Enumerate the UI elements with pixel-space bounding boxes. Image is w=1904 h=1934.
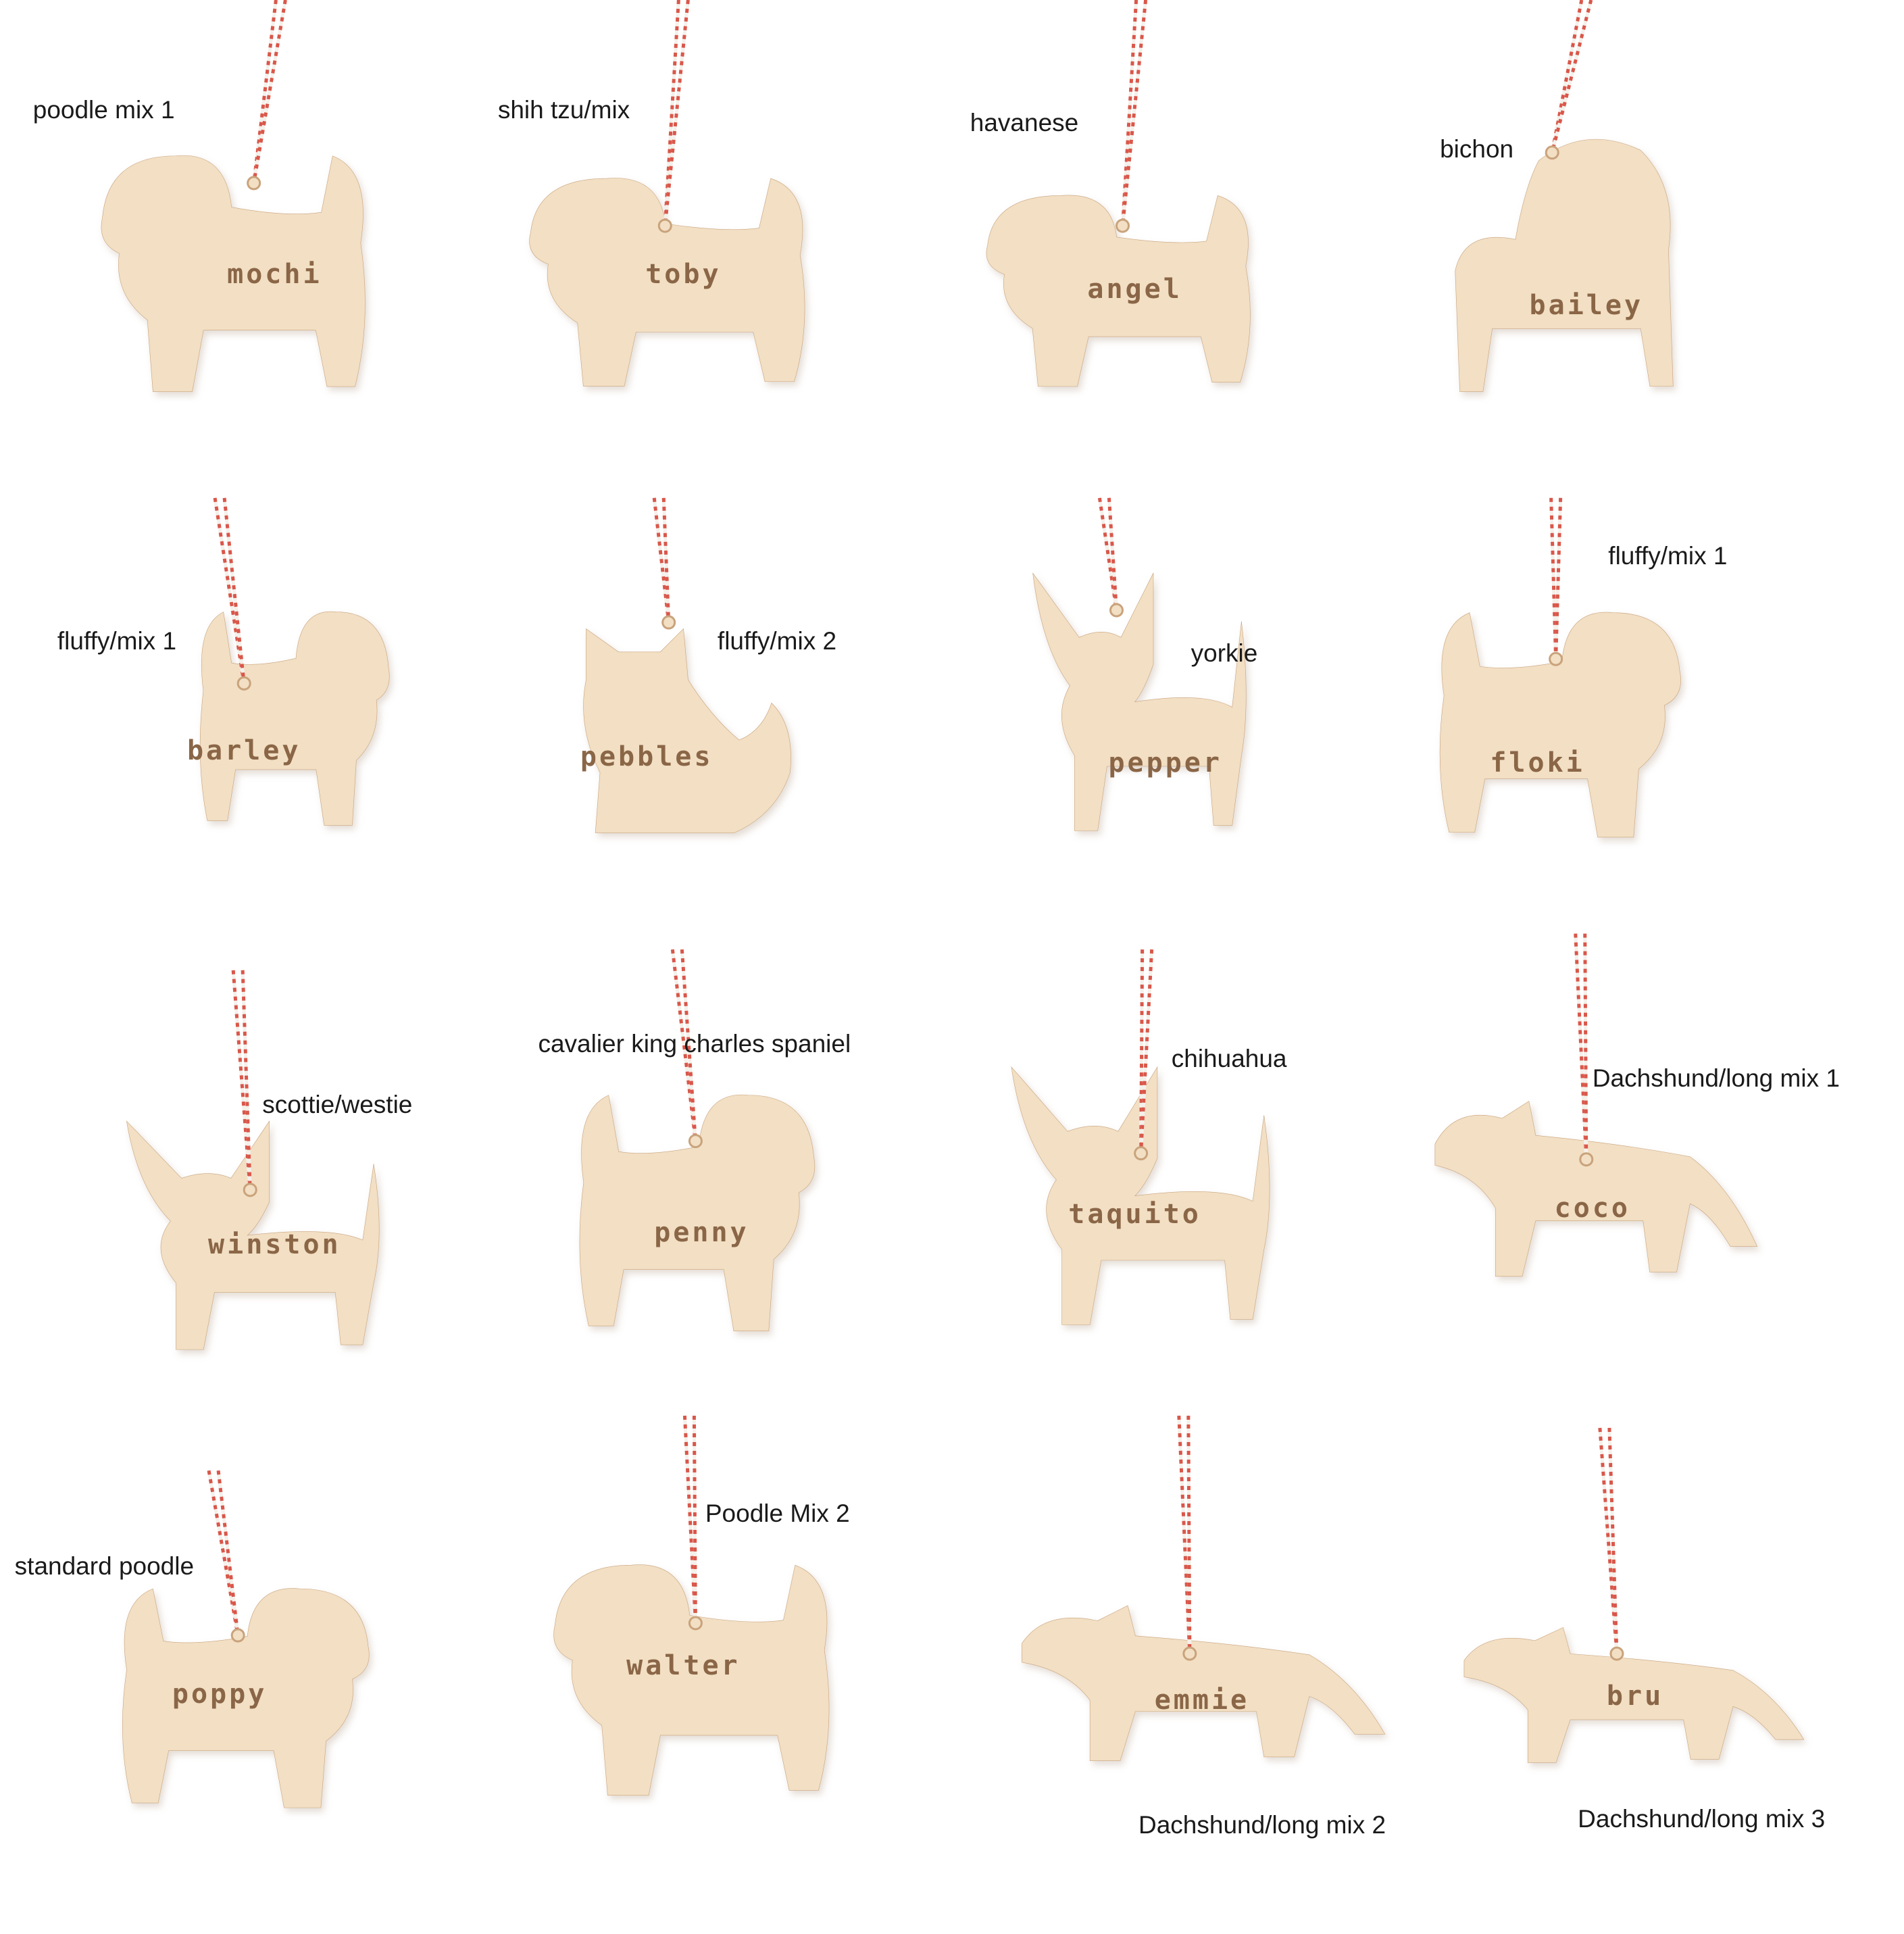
engraved-pet-name: winston	[208, 1229, 341, 1261]
breed-label: Dachshund/long mix 3	[1578, 1804, 1826, 1833]
dog-ornament	[574, 1080, 824, 1336]
dog-silhouette-icon	[568, 610, 799, 842]
engraved-pet-name: bailey	[1529, 289, 1644, 321]
breed-label: havanese	[970, 108, 1079, 137]
dog-silhouette-icon	[574, 1080, 824, 1336]
dog-ornament	[995, 1062, 1275, 1330]
dog-silhouette-icon	[1007, 1587, 1385, 1776]
breed-label: yorkie	[1191, 639, 1258, 668]
engraved-pet-name: toby	[645, 259, 722, 291]
engraved-pet-name: penny	[654, 1217, 749, 1249]
dog-ornament	[110, 1116, 384, 1354]
dog-ornament	[976, 183, 1257, 391]
dog-silhouette-icon	[543, 1550, 836, 1800]
dog-ornament	[195, 598, 397, 830]
engraved-pet-name: bru	[1606, 1681, 1664, 1712]
dog-silhouette-icon	[1019, 568, 1251, 836]
dog-ornament	[1019, 568, 1251, 836]
dog-ornament	[568, 610, 799, 842]
dog-ornament	[91, 141, 372, 397]
engraved-pet-name: mochi	[227, 259, 322, 291]
breed-label: chihuahua	[1171, 1044, 1287, 1072]
breed-label: fluffy/mix 1	[1608, 541, 1728, 570]
twine-string	[652, 497, 676, 630]
engraved-pet-name: taquito	[1068, 1198, 1201, 1230]
dog-ornament	[519, 165, 811, 391]
breed-label: scottie/westie	[262, 1091, 413, 1119]
engraved-pet-name: pepper	[1108, 747, 1222, 778]
breed-label: poodle mix 1	[32, 96, 175, 124]
dog-ornament	[1007, 1587, 1385, 1776]
breed-label: Poodle Mix 2	[705, 1499, 850, 1528]
dog-ornament	[116, 1575, 378, 1812]
dog-silhouette-icon	[1446, 134, 1678, 397]
breed-label: standard poodle	[14, 1552, 195, 1581]
dog-silhouette-icon	[1450, 1611, 1804, 1776]
dog-silhouette-icon	[1422, 1080, 1757, 1293]
dog-ornament	[543, 1550, 836, 1800]
dog-silhouette-icon	[116, 1575, 378, 1812]
engraved-pet-name: poppy	[172, 1678, 268, 1710]
dog-silhouette-icon	[110, 1116, 384, 1354]
breed-label: bichon	[1440, 135, 1514, 164]
breed-label: cavalier king charles spaniel	[538, 1030, 851, 1058]
breed-label: fluffy/mix 2	[717, 627, 837, 655]
engraved-pet-name: pebbles	[580, 741, 713, 772]
breed-label: fluffy/mix 1	[57, 627, 177, 655]
dog-ornament	[1450, 1611, 1804, 1776]
engraved-pet-name: floki	[1490, 747, 1585, 778]
dog-silhouette-icon	[995, 1062, 1275, 1330]
breed-label: Dachshund/long mix 2	[1138, 1810, 1386, 1839]
dog-ornament	[1446, 134, 1678, 397]
engraved-pet-name: walter	[626, 1650, 741, 1682]
engraved-pet-name: emmie	[1154, 1684, 1250, 1716]
dog-ornament	[1434, 598, 1690, 842]
engraved-pet-name: angel	[1087, 274, 1182, 305]
dog-silhouette-icon	[195, 598, 397, 830]
dog-silhouette-icon	[1434, 598, 1690, 842]
dog-silhouette-icon	[976, 183, 1257, 391]
breed-label: Dachshund/long mix 1	[1592, 1064, 1840, 1092]
breed-label: shih tzu/mix	[497, 96, 630, 124]
engraved-pet-name: barley	[186, 735, 301, 766]
engraved-pet-name: coco	[1554, 1192, 1630, 1224]
dog-ornament	[1422, 1080, 1757, 1293]
dog-silhouette-icon	[519, 165, 811, 391]
dog-silhouette-icon	[91, 141, 372, 397]
